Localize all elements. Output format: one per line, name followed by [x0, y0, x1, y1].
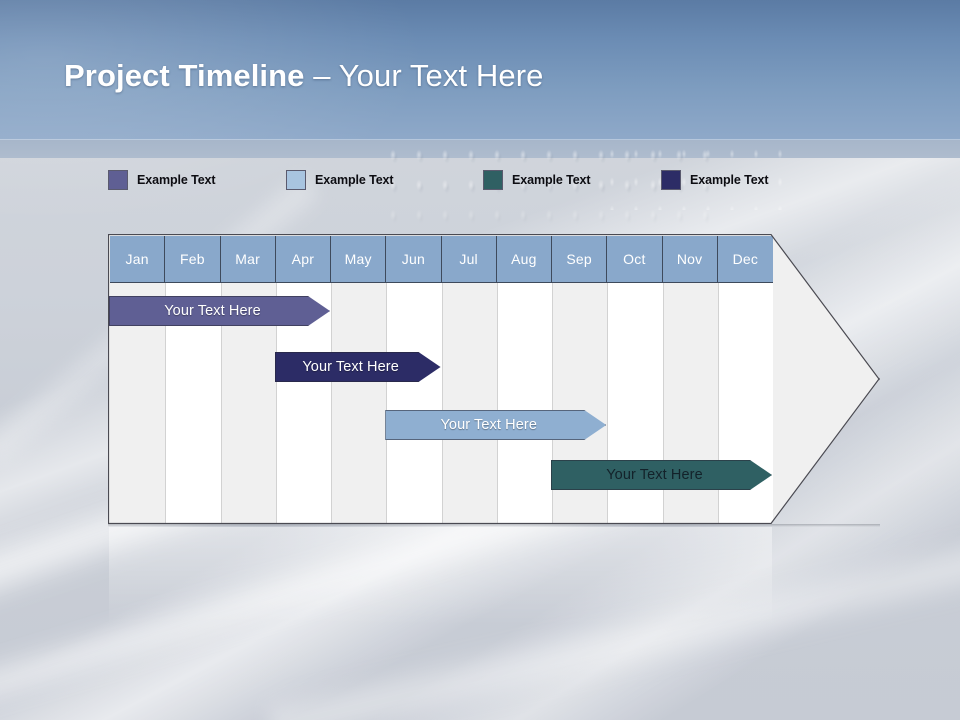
month-header-jul[interactable]: Jul [441, 236, 497, 282]
timeline-arrow-outline [108, 234, 880, 524]
title-glow [0, 0, 460, 240]
legend-swatch-icon [108, 170, 128, 190]
legend-item-4: Example Text [661, 170, 769, 190]
legend-item-1: Example Text [108, 170, 216, 190]
month-header-oct[interactable]: Oct [607, 236, 663, 282]
month-header-jun[interactable]: Jun [386, 236, 442, 282]
task-bar-arrow-shape [551, 460, 772, 490]
month-header-apr[interactable]: Apr [275, 236, 331, 282]
month-column-stripes [110, 236, 773, 524]
month-column-feb [165, 236, 221, 524]
legend-swatch-icon [661, 170, 681, 190]
month-column-jan [110, 236, 166, 524]
page-title-rest: – Your Text Here [304, 58, 544, 93]
chart-reflection [109, 527, 772, 625]
legend-label: Example Text [315, 173, 394, 187]
task-bar-arrow-shape [274, 352, 441, 382]
month-header-sep[interactable]: Sep [552, 236, 608, 282]
legend-swatch-icon [286, 170, 306, 190]
title-band: Project Timeline – Your Text Here [0, 0, 960, 240]
task-bar-arrow-shape [109, 296, 330, 326]
legend-label: Example Text [137, 173, 216, 187]
page-title-bold: Project Timeline [64, 58, 305, 93]
month-header-may[interactable]: May [331, 236, 387, 282]
legend-label: Example Text [512, 173, 591, 187]
month-column-jul [441, 236, 497, 524]
legend-item-3: Example Text [483, 170, 591, 190]
month-column-aug [496, 236, 552, 524]
task-bar-label: Your Text Here [440, 417, 537, 433]
chart-drop-shadow [108, 524, 880, 527]
month-header-dec[interactable]: Dec [717, 236, 773, 282]
sub-band [0, 140, 960, 158]
task-bar-3[interactable]: Your Text Here [385, 410, 607, 440]
month-column-mar [220, 236, 276, 524]
task-bar-arrow-shape [385, 410, 607, 440]
legend-item-2: Example Text [286, 170, 394, 190]
legend-swatch-icon [483, 170, 503, 190]
task-bar-2[interactable]: Your Text Here [274, 352, 441, 382]
task-bar-1[interactable]: Your Text Here [109, 296, 330, 326]
legend-label: Example Text [690, 173, 769, 187]
task-bar-4[interactable]: Your Text Here [551, 460, 772, 490]
month-header-underline [110, 282, 773, 283]
page-title: Project Timeline – Your Text Here [64, 58, 543, 94]
task-bar-label: Your Text Here [164, 303, 261, 319]
month-header-nov[interactable]: Nov [662, 236, 718, 282]
background-sheen-c [264, 504, 960, 720]
task-bar-label: Your Text Here [302, 359, 399, 375]
month-header-aug[interactable]: Aug [496, 236, 552, 282]
month-header-jan[interactable]: Jan [110, 236, 166, 282]
legend: Example Text Example Text Example Text Exam… [108, 170, 828, 194]
task-bar-label: Your Text Here [606, 467, 703, 483]
month-header-mar[interactable]: Mar [220, 236, 276, 282]
month-header-feb[interactable]: Feb [165, 236, 221, 282]
